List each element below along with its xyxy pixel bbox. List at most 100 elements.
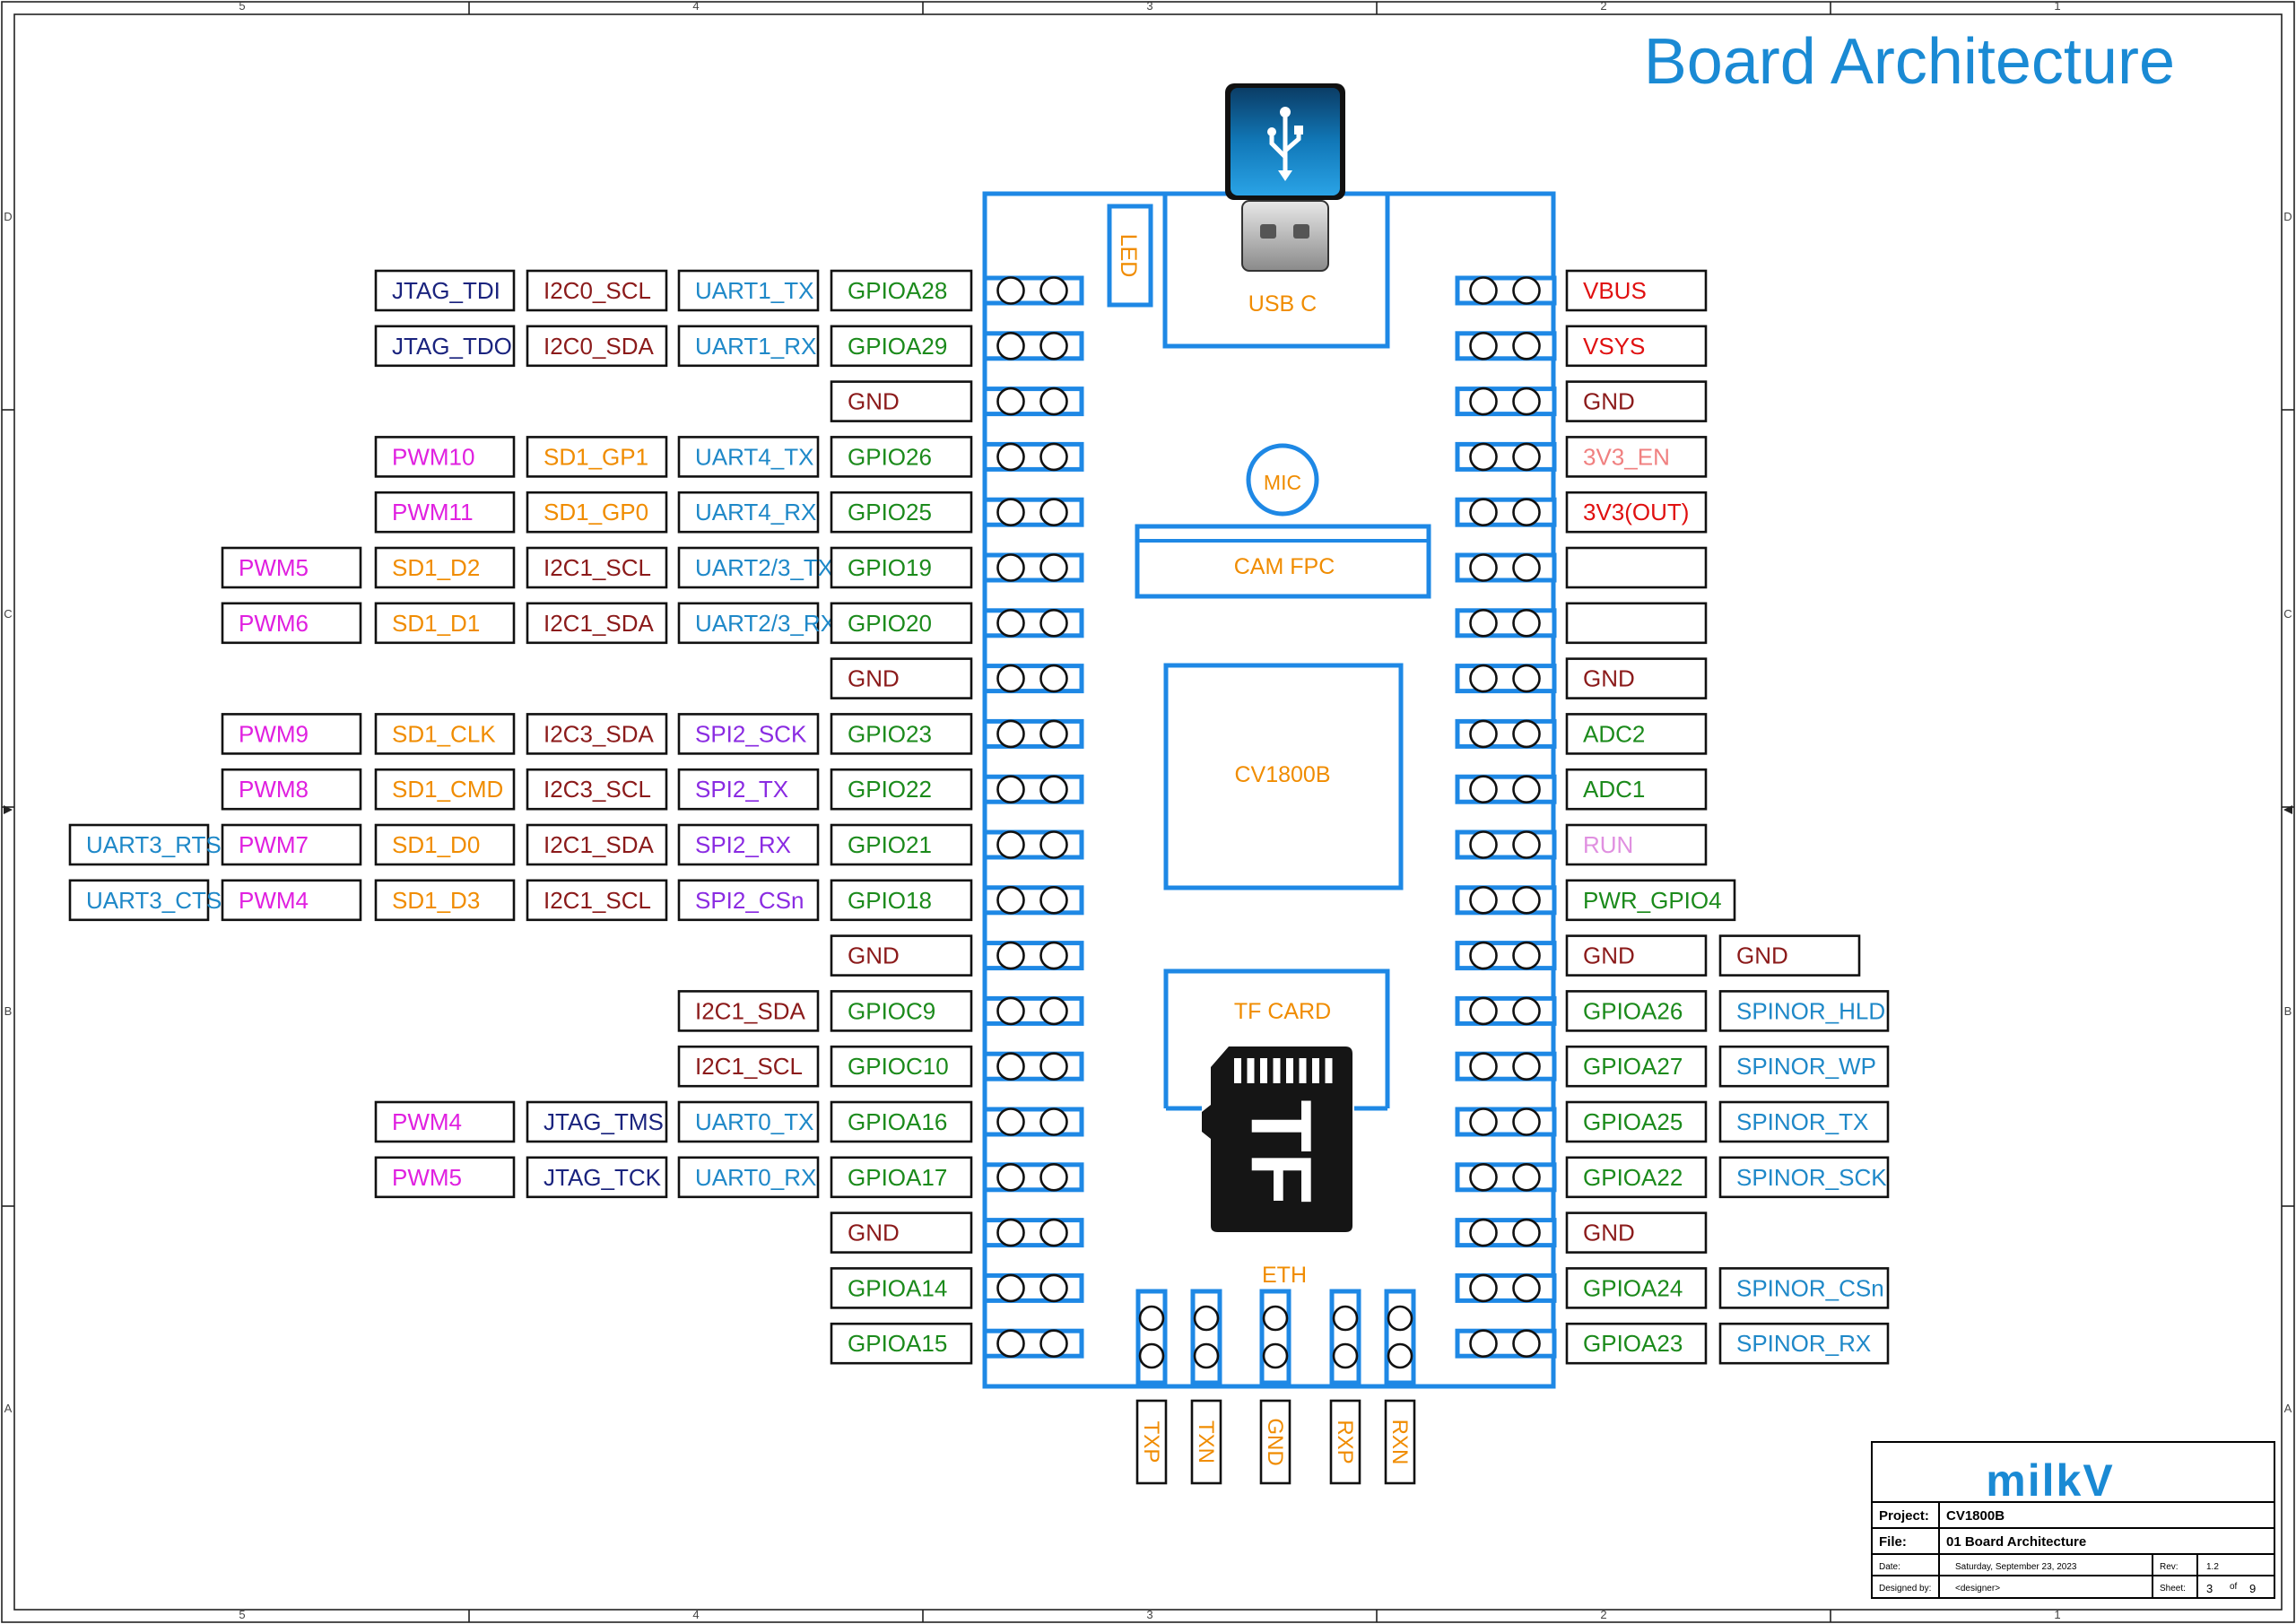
- left-pin-label: UART0_TX: [695, 1108, 813, 1135]
- left-pin-label-box: [221, 713, 362, 755]
- file-label: File:: [1879, 1534, 1907, 1550]
- right-pin-label: GPIOA26: [1583, 997, 1683, 1024]
- project-label: Project:: [1879, 1508, 1929, 1524]
- left-pin-label: PWM7: [239, 831, 309, 858]
- left-pin-hole: [1039, 1329, 1068, 1358]
- right-pin-hole: [1512, 830, 1541, 859]
- right-pin-label: GPIOA23: [1583, 1330, 1683, 1357]
- left-pin-label-box: [677, 879, 820, 922]
- right-pin-label-box: [1565, 546, 1708, 589]
- right-pin-label-box: [1565, 768, 1708, 811]
- left-pin-label: SD1_CLK: [392, 720, 496, 747]
- row-zone-mark: C: [4, 607, 12, 621]
- right-pin-hole: [1512, 775, 1541, 804]
- left-pin-label-box: [677, 768, 820, 811]
- left-pin-hole: [1039, 1163, 1068, 1192]
- right-pin-label-box: [1718, 1100, 1890, 1143]
- date-label: Date:: [1879, 1562, 1900, 1572]
- left-pin-label-box: [830, 1267, 973, 1309]
- left-pin-label: PWM6: [239, 610, 309, 637]
- left-pin-label-box: [374, 325, 516, 368]
- right-pin-hole: [1512, 442, 1541, 472]
- left-pin-label-box: [526, 546, 668, 589]
- right-pin-hole: [1469, 553, 1498, 582]
- eth-pin-hole: [1193, 1342, 1220, 1369]
- left-pin-label: PWM4: [239, 887, 309, 914]
- right-pin-hole: [1469, 775, 1498, 804]
- left-pin-hole: [996, 885, 1025, 915]
- left-pin-label-box: [830, 879, 973, 922]
- right-pin-hole: [1512, 664, 1541, 693]
- left-pin-label: GPIOC10: [848, 1053, 949, 1080]
- left-pin-label-box: [677, 546, 820, 589]
- right-pin-label: SPINOR_RX: [1736, 1330, 1871, 1357]
- right-pin-label-box: [1565, 602, 1708, 645]
- right-pin-hole: [1512, 276, 1541, 305]
- left-pin-label: I2C0_SCL: [544, 277, 651, 304]
- left-pin-label-box: [830, 1100, 973, 1143]
- left-pin-hole: [996, 553, 1025, 582]
- right-pin-label-box: [1718, 1156, 1890, 1199]
- row-zone-mark: B: [4, 1004, 13, 1018]
- right-pin-hole: [1469, 331, 1498, 360]
- left-pin-hole: [1039, 664, 1068, 693]
- left-pin-label-box: [830, 325, 973, 368]
- eth-pin-hole: [1387, 1305, 1413, 1332]
- right-pin-label-box: [1565, 491, 1708, 534]
- right-pin-label-box: [1565, 269, 1708, 312]
- sheet-label: Sheet:: [2160, 1584, 2186, 1594]
- left-pin-label: GND: [848, 942, 900, 969]
- left-pin-label-box: [374, 491, 516, 534]
- left-pin-hole: [996, 1107, 1025, 1136]
- column-zone-mark: 2: [1600, 1608, 1606, 1621]
- left-pin-hole: [1039, 941, 1068, 970]
- eth-pin-label-box: [1135, 1399, 1168, 1485]
- right-pin-hole: [1469, 1329, 1498, 1358]
- right-pin-hole: [1512, 608, 1541, 638]
- right-pin-hole: [1512, 553, 1541, 582]
- cam-fpc-box: [1135, 524, 1431, 599]
- left-pin-label: GPIOA28: [848, 277, 947, 304]
- right-pin-header: [1455, 275, 1557, 1359]
- left-pin-label-box: [374, 546, 516, 589]
- left-pin-label-box: [677, 436, 820, 478]
- rev-label: Rev:: [2160, 1562, 2179, 1572]
- left-pin-label: GPIO22: [848, 776, 932, 803]
- designed-by-label: Designed by:: [1879, 1584, 1931, 1594]
- right-pin-label-box: [1565, 657, 1708, 699]
- right-pin-hole: [1512, 1273, 1541, 1303]
- left-pin-label-box: [830, 380, 973, 422]
- eth-pin-label: TXN: [1194, 1420, 1218, 1463]
- right-pin-hole: [1469, 1218, 1498, 1247]
- column-zone-mark: 5: [239, 1608, 245, 1621]
- left-pin-label-box: [221, 768, 362, 811]
- right-pin-hole: [1469, 1052, 1498, 1081]
- left-pin-label-box: [374, 436, 516, 478]
- eth-pin-label-box: [1190, 1399, 1222, 1485]
- left-pin-label-box: [830, 269, 973, 312]
- right-pin-hole: [1512, 1052, 1541, 1081]
- sd-contact: [1273, 1058, 1281, 1083]
- left-pin-hole: [996, 1163, 1025, 1192]
- left-pin-hole: [996, 1052, 1025, 1081]
- left-pin-label-box: [526, 768, 668, 811]
- right-pin-hole: [1469, 276, 1498, 305]
- row-zone-mark: B: [2284, 1004, 2292, 1018]
- left-pin-label: GPIO18: [848, 887, 932, 914]
- left-pin-label: GPIOC9: [848, 997, 935, 1024]
- left-pin-label: I2C3_SCL: [544, 776, 651, 803]
- left-pin-label: JTAG_TDO: [392, 333, 512, 360]
- left-pin-label: GPIO23: [848, 720, 932, 747]
- left-pin-label: GND: [848, 1220, 900, 1246]
- right-pin-label-box: [1565, 1267, 1708, 1309]
- eth-pin-hole: [1262, 1305, 1289, 1332]
- eth-pin-pad: [1384, 1289, 1416, 1385]
- left-pin-hole: [1039, 608, 1068, 638]
- left-pin-label: PWM5: [392, 1164, 462, 1191]
- eth-pin-label: TXP: [1139, 1421, 1163, 1463]
- left-pin-label-box: [677, 1045, 820, 1088]
- left-pin-label-box: [221, 823, 362, 866]
- eth-pin-hole: [1138, 1305, 1165, 1332]
- right-pin-label: SPINOR_HLD: [1736, 997, 1885, 1024]
- column-zone-mark: 4: [692, 0, 699, 13]
